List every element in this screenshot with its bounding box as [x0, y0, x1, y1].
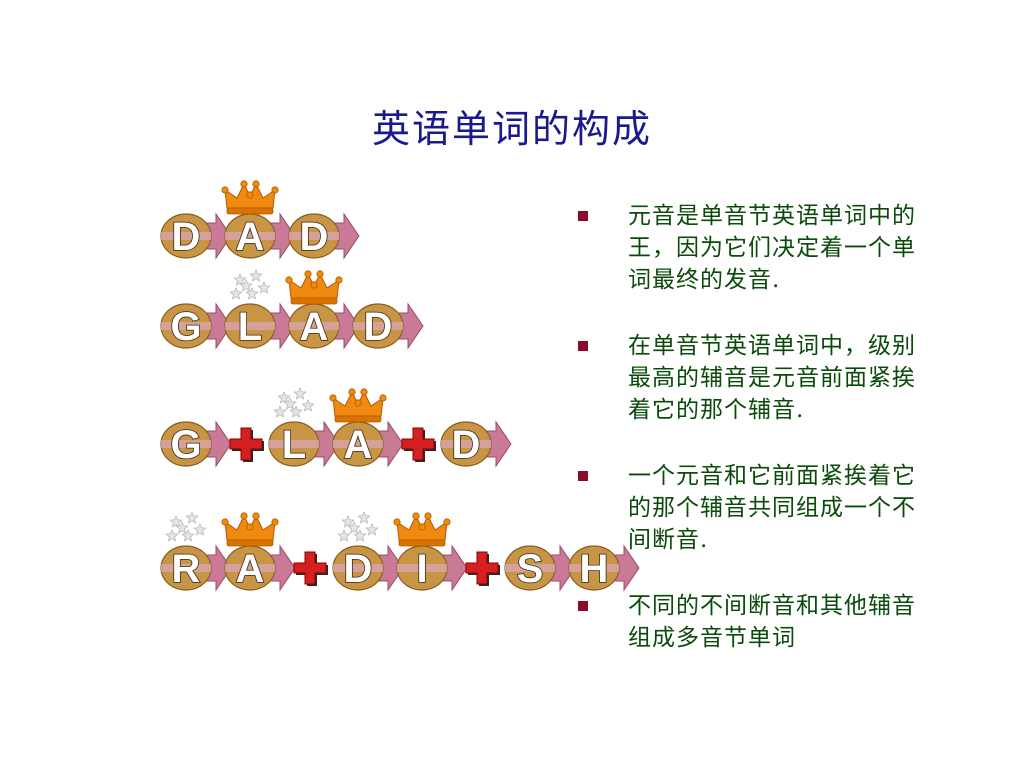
token-letter: D — [172, 215, 201, 259]
bullet-item: 不同的不间断音和其他辅音组成多音节单词 — [578, 590, 978, 654]
token-letter: G — [170, 305, 201, 349]
letter-token: D — [352, 302, 424, 350]
token-letter: I — [416, 547, 427, 591]
letter-token: H — [568, 544, 640, 592]
token-letter: S — [517, 547, 544, 591]
plus-icon — [229, 427, 264, 462]
bullet-item: 在单音节英语单词中，级别最高的辅音是元音前面紧挨着它的那个辅音. — [578, 330, 978, 426]
token-letter: G — [170, 423, 201, 467]
slide-title: 英语单词的构成 — [371, 107, 652, 151]
token-letter: A — [300, 305, 329, 349]
token-letter: A — [236, 547, 265, 591]
letter-token: L — [268, 386, 340, 468]
token-letter: A — [236, 215, 265, 259]
crown-icon — [329, 388, 387, 423]
bullet-line: 间断音. — [628, 527, 709, 553]
crown-icon — [285, 270, 343, 305]
letter-token: I — [393, 512, 468, 592]
letter-token: R — [160, 510, 232, 592]
crown-icon — [221, 512, 279, 547]
bullet-line: 组成多音节单词 — [628, 625, 796, 651]
stars-icon — [165, 510, 207, 542]
letter-token: D — [288, 212, 360, 260]
bullet-line: 在单音节英语单词中，级别 — [628, 333, 916, 359]
letter-token: S — [504, 544, 576, 592]
bullet-square-icon — [578, 341, 588, 351]
letter-token: D — [440, 420, 512, 468]
letter-token: A — [221, 512, 296, 592]
letter-token: G — [160, 420, 232, 468]
bullet-item: 元音是单音节英语单词中的王，因为它们决定着一个单词最终的发音. — [578, 200, 978, 296]
bullet-square-icon — [578, 471, 588, 481]
token-letter: D — [452, 423, 481, 467]
token-letter: H — [580, 547, 609, 591]
stars-icon — [229, 268, 271, 300]
letter-token: L — [224, 268, 296, 350]
bullet-line: 不同的不间断音和其他辅音 — [628, 593, 916, 619]
token-letter: L — [238, 305, 262, 349]
plus-icon — [465, 551, 500, 586]
plus-icon — [293, 551, 328, 586]
bullet-line: 元音是单音节英语单词中的 — [628, 203, 916, 229]
token-letter: D — [300, 215, 329, 259]
token-letter: R — [172, 547, 201, 591]
bullet-line: 的那个辅音共同组成一个不 — [628, 495, 916, 521]
bullet-square-icon — [578, 211, 588, 221]
letter-token: A — [285, 270, 360, 350]
crown-icon — [393, 512, 451, 547]
letter-token: G — [160, 302, 232, 350]
plus-icon — [401, 427, 436, 462]
token-letter: L — [282, 423, 306, 467]
token-letter: D — [344, 547, 373, 591]
letter-token: D — [332, 510, 404, 592]
bullet-line: 词最终的发音. — [628, 267, 781, 293]
bullet-line: 王，因为它们决定着一个单 — [628, 235, 916, 261]
token-letter: A — [344, 423, 373, 467]
stars-icon — [337, 510, 379, 542]
letter-token: D — [160, 212, 232, 260]
bullet-square-icon — [578, 601, 588, 611]
token-letter: D — [364, 305, 393, 349]
bullet-item: 一个元音和它前面紧挨着它的那个辅音共同组成一个不间断音. — [578, 460, 978, 556]
bullet-line: 一个元音和它前面紧挨着它 — [628, 463, 916, 489]
stars-icon — [273, 386, 315, 418]
crown-icon — [221, 180, 279, 215]
letter-token: A — [329, 388, 404, 468]
bullet-line: 着它的那个辅音. — [628, 397, 805, 423]
bullet-list: 元音是单音节英语单词中的王，因为它们决定着一个单词最终的发音. 在单音节英语单词中… — [578, 200, 978, 688]
letter-token: A — [221, 180, 296, 260]
bullet-line: 最高的辅音是元音前面紧挨 — [628, 365, 916, 391]
